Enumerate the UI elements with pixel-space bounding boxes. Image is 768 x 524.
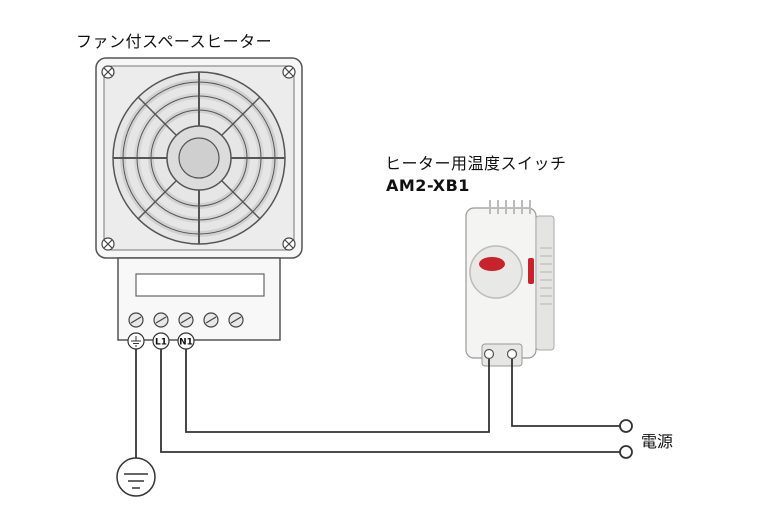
power-source-label: 電源 <box>641 432 674 451</box>
ground-icon <box>116 457 156 497</box>
power-terminal-lower <box>619 445 633 459</box>
fan-heater: L1 N1 <box>95 57 303 350</box>
thermostat-switch <box>465 200 555 367</box>
terminal-box <box>117 257 281 341</box>
power-terminal-upper <box>619 419 633 433</box>
wires <box>135 349 620 458</box>
thermostat-title: ヒーター用温度スイッチ <box>385 154 567 173</box>
terminal-block <box>128 312 244 328</box>
temperature-dial <box>469 245 523 299</box>
l1-wire <box>160 349 620 453</box>
terminal-labels: L1 N1 <box>127 332 195 350</box>
fan-grill <box>112 71 286 245</box>
thermostat-wire <box>511 359 620 427</box>
label-plate <box>135 273 265 297</box>
terminal-l1-label: L1 <box>155 338 167 348</box>
terminal-n1-label: N1 <box>179 338 193 348</box>
power-terminals <box>619 419 633 459</box>
heater-title: ファン付スペースヒーター <box>76 32 273 51</box>
corner-screws <box>101 65 296 251</box>
ground-terminal-icon <box>131 336 141 347</box>
dial-indicator <box>479 257 505 271</box>
thermostat-model: AM2-XB1 <box>386 176 470 195</box>
side-indicator <box>528 258 534 284</box>
n1-wire <box>185 349 490 433</box>
